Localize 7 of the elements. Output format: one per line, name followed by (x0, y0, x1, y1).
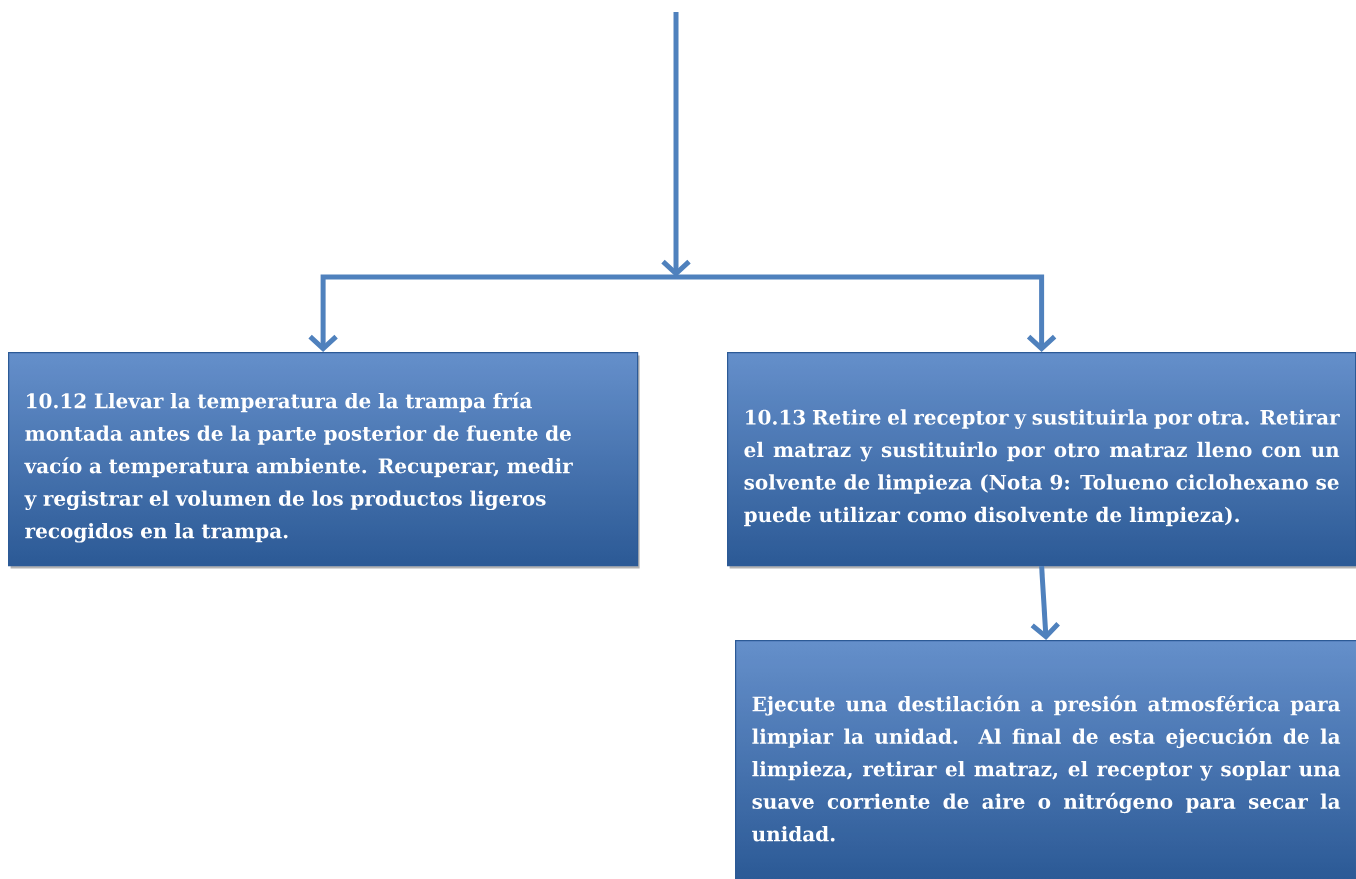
arrow (661, 12, 691, 277)
process-box: 10.12 Llevar la temperatura de la trampa fría montada antes de la parte posterior de fuente de vacío a temperatura ambiente. Recuperar, medir y registrar el volumen de los productos ligeros recogidos en la trampa. (8, 352, 640, 569)
arrow (308, 274, 676, 352)
process-box: 10.13 Retire el receptor y sustituirla por otra. Retirar el matraz y sustituirlo por otro matraz lleno con un solvente de limpieza (Nota 9: Tolueno ciclohexano se puede utilizar como disolvente de limpieza). (727, 352, 1356, 569)
arrow (1030, 566, 1060, 640)
process-box: Ejecute una destilación a presión atmosférica para limpiar la unidad. Al final de esta ejecución de la limpieza, retirar el matraz, el receptor y soplar una suave corriente de aire o nitrógeno para secar la unidad. (735, 640, 1356, 879)
arrow (676, 274, 1057, 352)
